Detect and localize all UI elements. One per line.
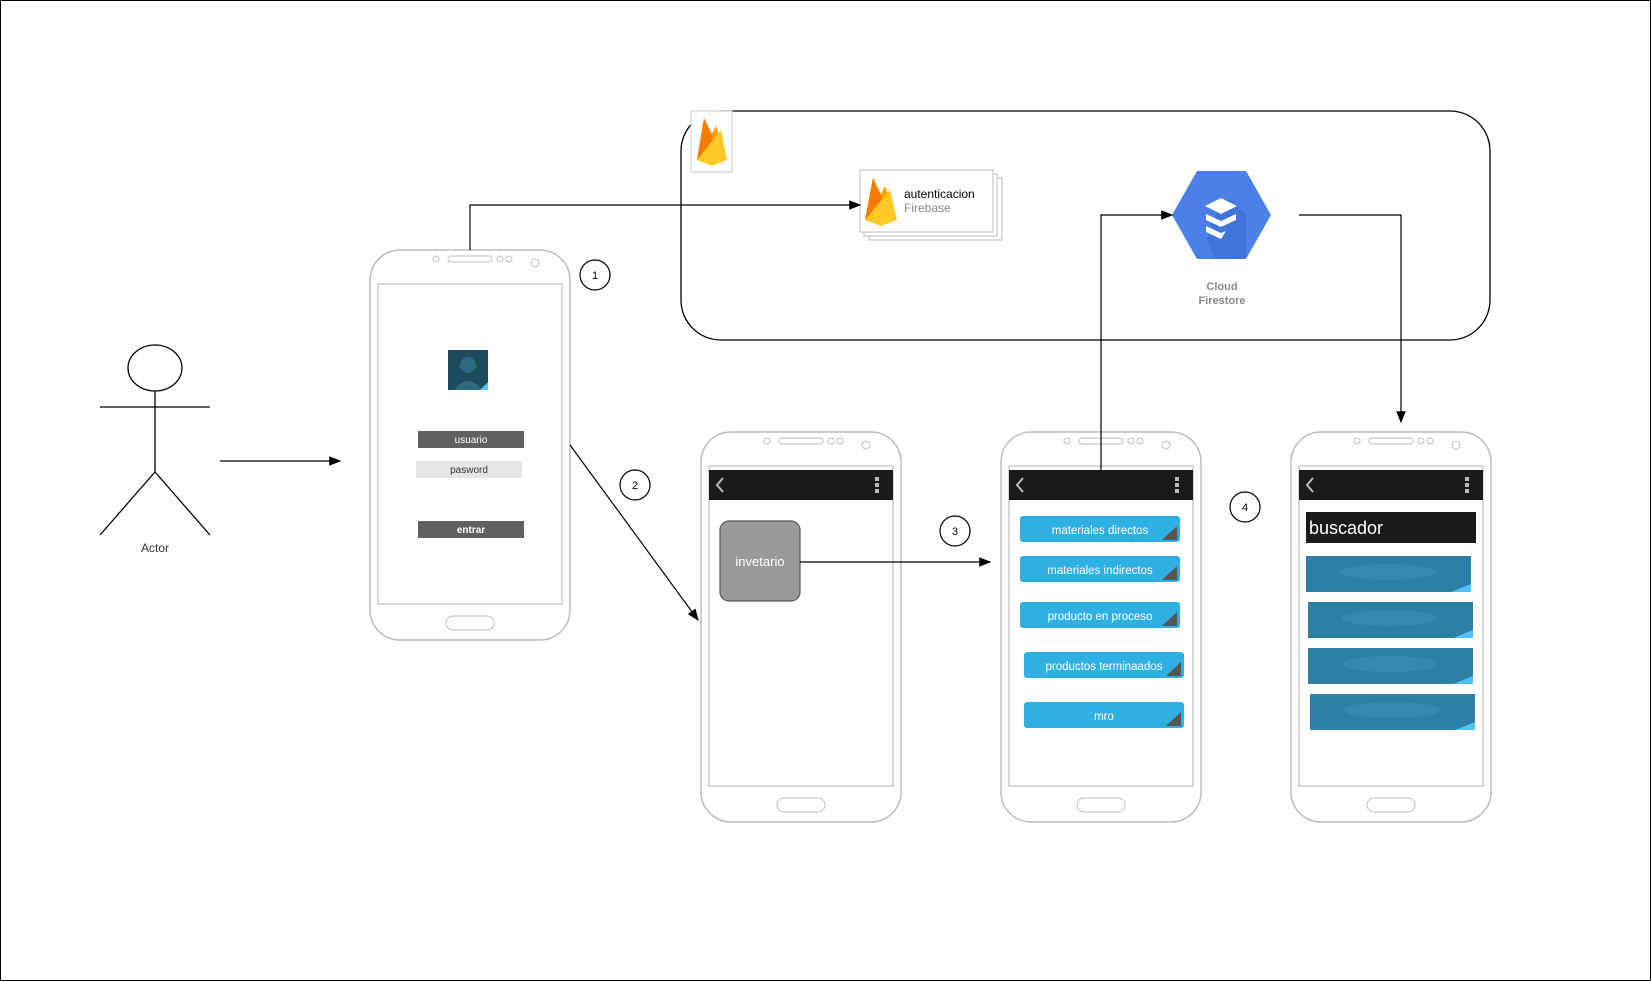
arrow-categories-to-firestore (1100, 210, 1174, 470)
list-item[interactable] (1310, 694, 1475, 730)
category-button-5[interactable]: mro (1024, 702, 1184, 728)
avatar (448, 350, 488, 390)
auth-title: autenticacion (904, 187, 975, 201)
svg-text:4: 4 (1242, 502, 1248, 514)
login-button-label: entrar (457, 525, 485, 536)
list-item[interactable] (1308, 602, 1473, 638)
username-field[interactable] (418, 431, 524, 448)
inventory-button[interactable] (719, 520, 801, 602)
step-marker-3: 3 (939, 515, 971, 547)
svg-text:3: 3 (952, 526, 958, 538)
category-label-1: materiales directos (1052, 525, 1149, 537)
category-button-1[interactable]: materiales directos (1020, 516, 1180, 542)
arrow-login-to-auth (469, 200, 862, 250)
actor-label: Actor (141, 541, 169, 555)
category-label-3: producto en proceso (1048, 611, 1153, 623)
arrow-login-to-inventory (569, 444, 699, 621)
arrow-firestore-to-search (1299, 214, 1406, 424)
category-label-4: productos terminaados (1046, 661, 1163, 673)
firebase-logo-icon (690, 110, 733, 173)
phone-search: buscador (1290, 431, 1492, 823)
search-bar[interactable] (1306, 512, 1476, 543)
auth-card (859, 169, 1003, 241)
svg-text:1: 1 (592, 270, 598, 282)
step-marker-4: 4 (1229, 491, 1261, 523)
category-label-5: mro (1094, 711, 1114, 723)
list-item[interactable] (1306, 556, 1471, 592)
username-label: usuario (455, 435, 488, 446)
phone-categories: materiales directos materiales indirecto… (1000, 431, 1202, 823)
step-marker-1: 1 (579, 259, 611, 291)
list-item[interactable] (1308, 648, 1473, 684)
svg-text:2: 2 (632, 480, 638, 492)
category-label-2: materiales indirectos (1047, 565, 1153, 577)
category-button-3[interactable]: producto en proceso (1020, 602, 1180, 628)
auth-subtitle: Firebase (904, 201, 951, 215)
step-marker-2: 2 (619, 469, 651, 501)
login-button[interactable] (418, 521, 524, 538)
password-label: pasword (450, 465, 488, 476)
search-label: buscador (1309, 518, 1383, 538)
firebase-cloud-container (680, 110, 1491, 341)
firestore-label-line1: Cloud (1206, 281, 1237, 293)
cloud-firestore-icon (1172, 171, 1271, 259)
phone-login: usuario pasword entrar (369, 249, 571, 641)
phone-inventory: invetario (700, 431, 902, 823)
inventory-button-label: invetario (735, 554, 784, 569)
firestore-label-line2: Firestore (1198, 295, 1245, 307)
category-button-4[interactable]: productos terminaados (1024, 652, 1184, 678)
category-button-2[interactable]: materiales indirectos (1020, 556, 1180, 582)
actor-figure (99, 344, 211, 536)
password-field[interactable] (416, 461, 522, 478)
firebase-flame-icon (865, 178, 897, 226)
